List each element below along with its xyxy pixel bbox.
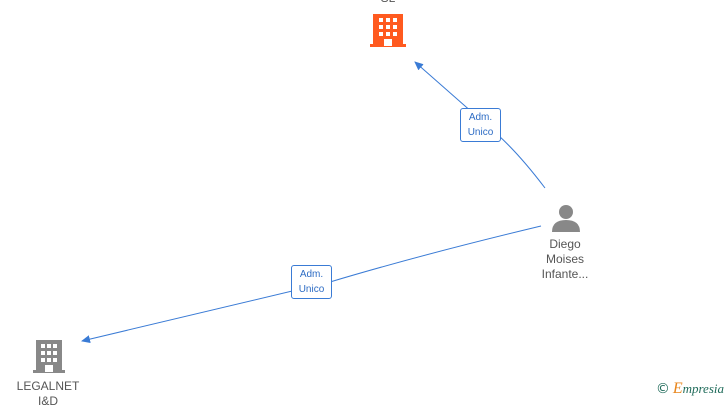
relationship-graph (33, 14, 580, 373)
edge-label-line: Unico (298, 284, 325, 295)
edge-label-person-to-top[interactable]: Adm. Unico (460, 108, 501, 142)
edge-label-person-to-legalnet[interactable]: Adm. Unico (291, 265, 332, 299)
person-label-line: Infante... (541, 267, 589, 281)
person-label-line: Moises (545, 252, 584, 266)
legalnet-label-line: I&D (37, 394, 58, 408)
edge-label-line: Adm. (299, 269, 324, 280)
top-company-label[interactable]: SL (368, 0, 408, 6)
copyright-icon: © (655, 381, 670, 397)
edge-person-to-legalnet (81, 225, 542, 344)
person-icon[interactable] (552, 205, 580, 232)
edge-label-line: Unico (467, 127, 494, 138)
legalnet-label-line: LEGALNET (16, 379, 80, 393)
brand-name: mpresia (682, 381, 724, 396)
top-company-label-line: SL (381, 0, 396, 5)
person-label[interactable]: Diego Moises Infante... (530, 237, 600, 282)
building-icon[interactable] (33, 340, 65, 373)
empresia-logo: ©Empresia (656, 380, 724, 398)
brand-initial: E (672, 380, 683, 397)
edge-label-line: Adm. (468, 112, 493, 123)
building-icon[interactable] (370, 14, 406, 47)
person-label-line: Diego (549, 237, 581, 251)
legalnet-label[interactable]: LEGALNET I&D (10, 379, 86, 409)
